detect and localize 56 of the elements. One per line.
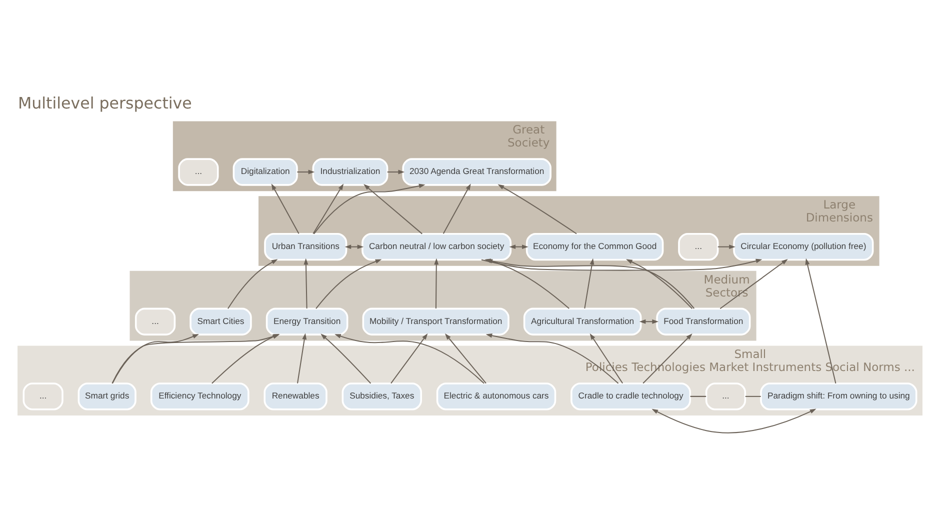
node-box: Food Transformation: [656, 308, 751, 336]
arrow: [498, 184, 577, 234]
arrow: [434, 258, 439, 308]
arrow: [334, 334, 484, 384]
connector: [745, 396, 761, 397]
node-box: Circular Economy (pollution free): [733, 232, 874, 261]
node-box: Smart grids: [78, 382, 136, 410]
arrow: [316, 259, 382, 309]
arrow: [228, 259, 278, 309]
arrow: [442, 184, 471, 234]
node-box: Energy Transition: [266, 308, 348, 336]
arrow: [297, 333, 307, 384]
arrow: [718, 244, 736, 250]
arrow: [590, 333, 624, 384]
node-box: Carbon neutral / low carbon society: [362, 232, 512, 261]
arrow: [805, 258, 836, 384]
arrow: [304, 258, 308, 308]
node-box: ...: [134, 308, 176, 336]
arrow: [639, 319, 659, 324]
arrow: [314, 184, 426, 234]
arrow: [297, 170, 315, 174]
arrow: [444, 333, 486, 384]
node-box: Renewables: [264, 382, 328, 410]
node-box: Digitalization: [232, 158, 298, 186]
node-box: Cradle to cradle technology: [570, 382, 692, 410]
arrow: [320, 334, 372, 384]
node-box: ...: [705, 382, 746, 410]
arrow: [652, 408, 816, 434]
arrow: [344, 244, 364, 250]
arrow: [387, 170, 405, 174]
node-box: Industrialization: [312, 158, 388, 186]
arrow: [486, 333, 619, 384]
node-box: 2030 Agenda Great Transformation: [402, 158, 552, 186]
node-box: Electric & autonomous cars: [436, 382, 556, 410]
arrow: [271, 184, 300, 234]
connector: [690, 396, 706, 397]
node-box: ...: [678, 232, 719, 261]
node-box: ...: [178, 158, 219, 186]
node-box: Economy for the Common Good: [526, 232, 664, 261]
arrow: [626, 259, 693, 310]
node-box: Subsidies, Taxes: [342, 382, 422, 410]
node-box: Urban Transitions: [264, 232, 348, 261]
node-box: Paradigm shift: From owning to using: [760, 382, 918, 410]
node-box: Agricultural Transformation: [523, 308, 642, 336]
arrow: [584, 258, 594, 309]
arrow: [364, 184, 422, 234]
node-box: ...: [22, 382, 64, 410]
arrow: [642, 334, 692, 384]
arrow: [312, 184, 344, 234]
node-box: Mobility / Transport Transformation: [362, 308, 510, 336]
arrow: [112, 334, 199, 384]
arrow: [390, 333, 428, 384]
arrow: [509, 244, 528, 250]
node-box: Smart Cities: [190, 308, 252, 336]
diagram-title: Multilevel perspective: [18, 93, 192, 112]
node-box: Efficiency Technology: [150, 382, 250, 410]
